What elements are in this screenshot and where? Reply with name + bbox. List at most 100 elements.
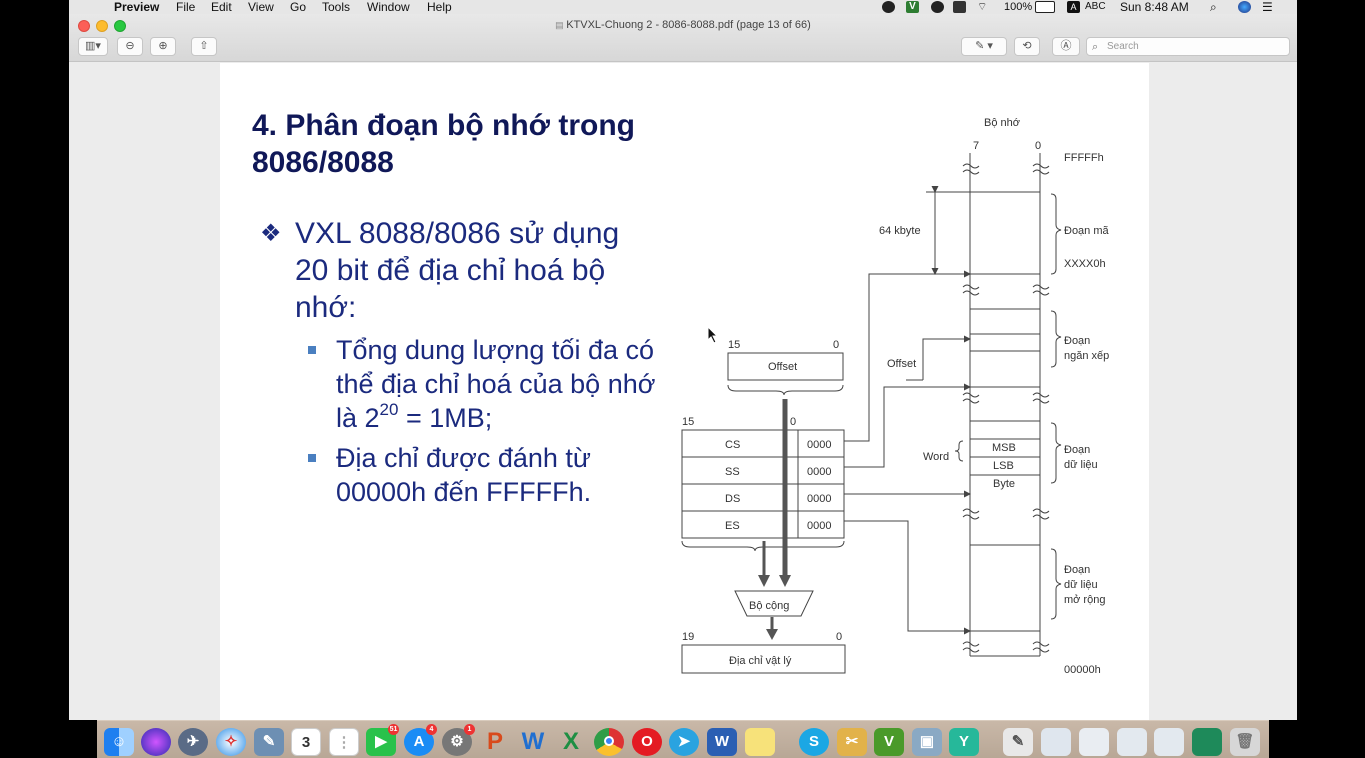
- utility-icon[interactable]: ✂: [837, 728, 867, 756]
- telegram-tray-icon[interactable]: [882, 1, 895, 13]
- battery-percent[interactable]: 100%: [1004, 1, 1033, 13]
- recent-window-3-icon[interactable]: [1117, 728, 1147, 756]
- pdf-file-icon: ▤: [555, 20, 567, 30]
- rotate-button[interactable]: ⟲: [1014, 37, 1040, 56]
- share-button[interactable]: ⇧: [191, 37, 217, 56]
- slide-title: 4. Phân đoạn bộ nhớ trong 8086/8088: [252, 107, 672, 181]
- byte-cell: Byte: [993, 478, 1015, 490]
- segment-size-label: 64 kbyte: [879, 225, 921, 237]
- search-placeholder: Search: [1107, 41, 1139, 52]
- recent-window-2-icon[interactable]: [1079, 728, 1109, 756]
- sidebar-icon: ▥▾: [85, 40, 101, 52]
- register-zero-ss: 0000: [807, 466, 831, 478]
- window-title-text: KTVXL-Chuong 2 - 8086-8088.pdf (page 13 …: [566, 19, 811, 31]
- adder-label: Bộ cộng: [749, 600, 789, 612]
- calendar-icon[interactable]: 3: [291, 728, 321, 756]
- offset-arrow-label: Offset: [887, 358, 916, 370]
- physical-bit-19: 19: [682, 631, 694, 643]
- battery-icon[interactable]: [1035, 1, 1055, 13]
- security-tray-icon[interactable]: [931, 1, 944, 13]
- facetime-badge: 51: [388, 724, 399, 735]
- register-ds: DS: [725, 493, 740, 505]
- wifi-icon[interactable]: ⌔: [977, 1, 988, 13]
- skype-icon[interactable]: S: [799, 728, 829, 756]
- extra-segment-label-1: Đoạn: [1064, 564, 1090, 576]
- zoom-out-button[interactable]: ⊖: [117, 37, 143, 56]
- markup-toolbar-button[interactable]: Ⓐ: [1052, 37, 1080, 56]
- system-preferences-badge: 1: [464, 724, 475, 735]
- share-icon: ⇧: [199, 40, 209, 52]
- register-bit-15: 15: [682, 416, 694, 428]
- pdf-page[interactable]: 4. Phân đoạn bộ nhớ trong 8086/8088 ❖ VX…: [220, 63, 1149, 720]
- search-icon: ⌕: [1092, 41, 1099, 53]
- screenshot-icon[interactable]: ▣: [912, 728, 942, 756]
- app-store-badge: 4: [426, 724, 437, 735]
- zoom-in-icon: ⊕: [158, 40, 168, 52]
- input-source-icon[interactable]: A: [1067, 1, 1080, 13]
- code-segment-address: XXXX0h: [1064, 258, 1106, 270]
- menu-help[interactable]: Help: [427, 0, 452, 14]
- display-tray-icon[interactable]: [953, 1, 966, 13]
- menu-view[interactable]: View: [248, 0, 274, 14]
- physical-bit-0: 0: [836, 631, 842, 643]
- sidebar-toggle-button[interactable]: ▥▾: [78, 37, 108, 56]
- register-bit-0: 0: [790, 416, 796, 428]
- menu-tools[interactable]: Tools: [322, 0, 351, 14]
- chrome-icon[interactable]: [594, 728, 624, 756]
- facetime-icon[interactable]: ▶51: [366, 724, 399, 756]
- vnkey-tray-icon[interactable]: V: [906, 1, 919, 13]
- siri-icon[interactable]: [1238, 1, 1251, 13]
- safari-icon[interactable]: ✧: [216, 728, 246, 756]
- input-source-label[interactable]: ABC: [1085, 1, 1106, 12]
- close-window-button[interactable]: [78, 20, 90, 32]
- minimize-window-button[interactable]: [96, 20, 108, 32]
- preview-dock-icon[interactable]: ✎: [254, 728, 284, 756]
- recent-window-5-icon[interactable]: [1192, 728, 1222, 756]
- diamond-bullet-icon: ❖: [260, 220, 282, 247]
- vnkey-icon[interactable]: V: [874, 728, 904, 756]
- word-icon[interactable]: W: [521, 728, 545, 755]
- menu-app-name[interactable]: Preview: [114, 0, 160, 14]
- powerpoint-icon[interactable]: P: [486, 728, 503, 755]
- document-area[interactable]: 4. Phân đoạn bộ nhớ trong 8086/8088 ❖ VX…: [69, 63, 1297, 720]
- markup-pen-button[interactable]: ✎ ▾: [961, 37, 1007, 56]
- memory-title: Bộ nhớ: [984, 117, 1020, 129]
- notes-icon[interactable]: [745, 728, 775, 756]
- menu-file[interactable]: File: [176, 0, 196, 14]
- menu-go[interactable]: Go: [290, 0, 307, 14]
- word-doc-icon[interactable]: W: [707, 728, 737, 756]
- launchpad-icon[interactable]: ✈: [178, 728, 208, 756]
- opera-icon[interactable]: O: [632, 728, 662, 756]
- recent-window-4-icon[interactable]: [1154, 728, 1184, 756]
- zoom-in-button[interactable]: ⊕: [150, 37, 176, 56]
- menu-window[interactable]: Window: [367, 0, 410, 14]
- finder-icon[interactable]: ☺: [104, 728, 134, 756]
- menu-edit[interactable]: Edit: [211, 0, 232, 14]
- register-zero-cs: 0000: [807, 439, 831, 451]
- recent-window-1-icon[interactable]: [1041, 728, 1071, 756]
- notification-center-icon[interactable]: ☰: [1262, 0, 1273, 14]
- memory-segmentation-diagram: Bộ nhớ 7 0 FFFFFh 64 kbyte Đoạn mã XXXX0…: [681, 117, 1110, 674]
- data-segment-label-1: Đoạn: [1064, 444, 1090, 456]
- extra-segment-label-3: mở rộng: [1064, 594, 1105, 606]
- square-bullet-icon: [308, 454, 316, 462]
- menu-clock[interactable]: Sun 8:48 AM: [1120, 0, 1189, 14]
- trash-icon[interactable]: 🗑: [1230, 728, 1260, 756]
- zoom-window-button[interactable]: [114, 20, 126, 32]
- msb-cell: MSB: [992, 442, 1016, 454]
- reminders-icon[interactable]: ⋮: [329, 728, 359, 756]
- document-file-icon[interactable]: ✎: [1003, 728, 1033, 756]
- extra-segment-label-2: dữ liệu: [1064, 579, 1098, 591]
- telegram-icon[interactable]: ➤: [669, 728, 699, 756]
- code-segment-label: Đoạn mã: [1064, 225, 1110, 237]
- spotlight-icon[interactable]: ⌕: [1210, 0, 1217, 14]
- search-input[interactable]: ⌕ Search: [1086, 37, 1290, 56]
- network-app-icon[interactable]: Y: [949, 728, 979, 756]
- siri-dock-icon[interactable]: [141, 728, 171, 756]
- memory-bit-0: 0: [1035, 140, 1041, 152]
- excel-icon[interactable]: X: [562, 728, 579, 755]
- system-preferences-icon[interactable]: ⚙1: [442, 724, 475, 756]
- square-bullet-icon: [308, 346, 316, 354]
